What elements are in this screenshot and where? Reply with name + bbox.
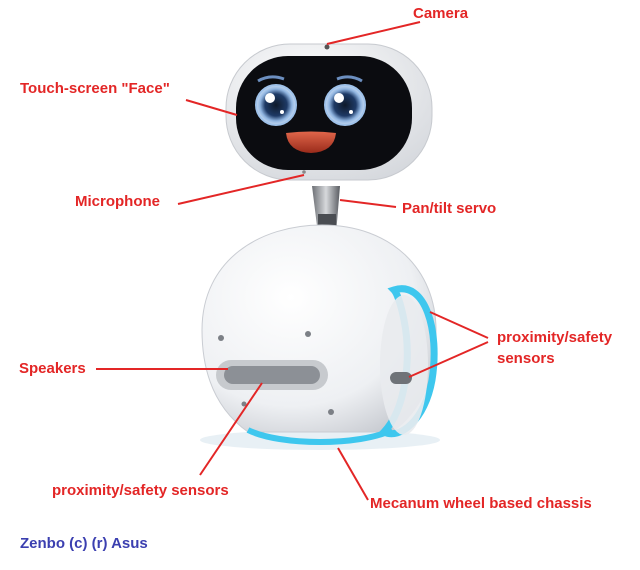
robot-body — [201, 224, 438, 445]
label-speakers: Speakers — [19, 360, 86, 377]
microphone-hole — [302, 170, 306, 174]
leader-lines — [96, 21, 489, 501]
leader-chassis — [337, 447, 369, 501]
robot-head — [225, 43, 433, 181]
label-pan-tilt-servo: Pan/tilt servo — [402, 200, 497, 217]
leader-face — [185, 99, 238, 116]
side-sensor — [390, 372, 412, 384]
leader-camera — [326, 21, 421, 45]
label-mecanum-chassis: Mecanum wheel based chassis — [370, 495, 592, 512]
label-touch-screen-face: Touch-screen "Face" — [20, 80, 170, 97]
leader-prox-right — [429, 311, 489, 339]
credit-text: Zenbo (c) (r) Asus — [20, 535, 148, 552]
label-proximity-right-line2: sensors — [497, 350, 555, 367]
leader-prox-bottom — [199, 382, 263, 476]
leader-pan-tilt — [339, 199, 397, 208]
label-proximity-right-line1: proximity/safety — [497, 329, 613, 346]
label-microphone: Microphone — [75, 193, 160, 210]
leader-microphone — [177, 174, 305, 205]
mouth — [286, 131, 336, 153]
bottom-light-ring — [246, 427, 394, 445]
leader-prox-right-2 — [408, 341, 489, 378]
camera-lens — [324, 44, 330, 50]
label-proximity-bottom: proximity/safety sensors — [52, 482, 229, 499]
label-camera: Camera — [413, 5, 469, 22]
